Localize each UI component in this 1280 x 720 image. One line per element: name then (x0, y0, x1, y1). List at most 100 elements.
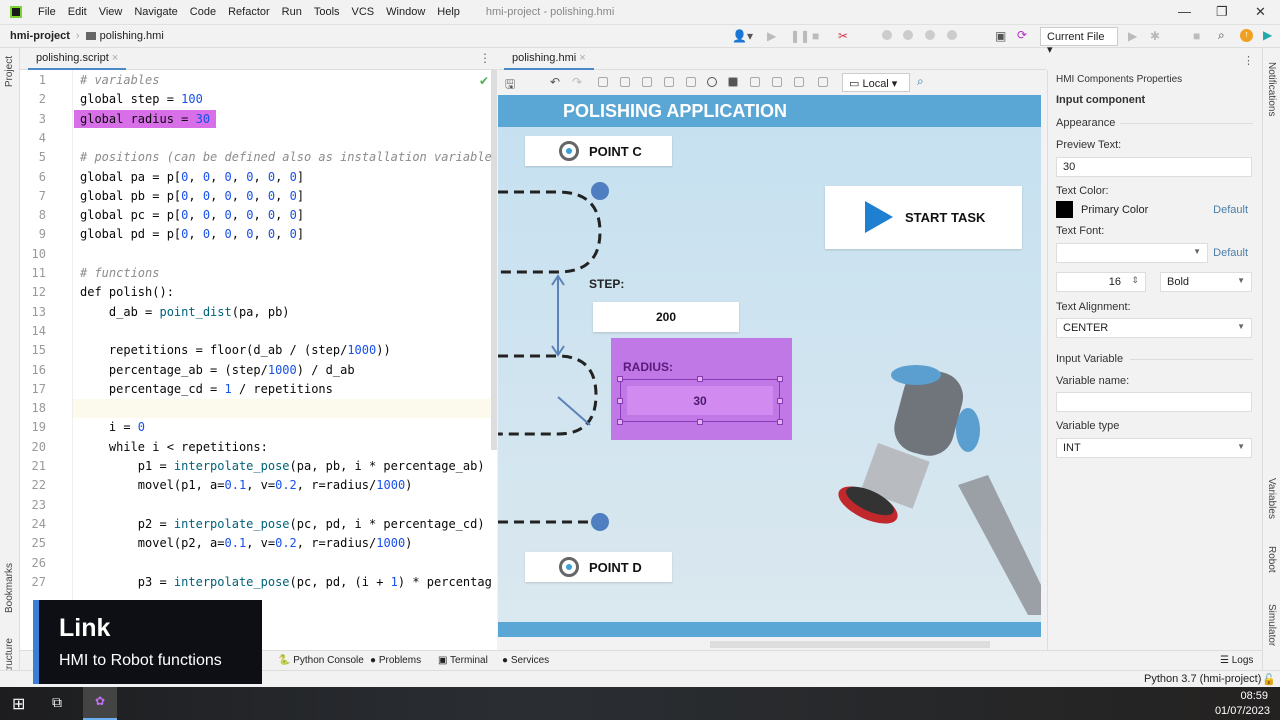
code-line[interactable]: while i < repetitions: (80, 439, 268, 454)
code-line[interactable]: global pc = p[0, 0, 0, 0, 0, 0] (80, 208, 305, 223)
radius-group-selected[interactable]: RADIUS: 30 (611, 338, 792, 440)
variable-name-input[interactable] (1056, 392, 1252, 412)
menu-navigate[interactable]: Navigate (134, 6, 178, 18)
input-widget-icon[interactable] (664, 77, 674, 87)
grid-icon[interactable] (818, 77, 828, 87)
save-icon[interactable]: 🖫 (505, 77, 516, 91)
tab-polishing-script[interactable]: polishing.script × (28, 48, 127, 70)
menu-tools[interactable]: Tools (313, 6, 340, 18)
code-line[interactable]: movel(p1, a=0.1, v=0.2, r=radius/1000) (80, 478, 413, 493)
code-line[interactable]: # functions (80, 266, 160, 280)
point-d-button[interactable]: POINT D (525, 552, 672, 582)
more-icon[interactable]: ⋮ (479, 51, 491, 65)
stepper-icon[interactable]: ⇕ (1131, 275, 1139, 285)
slider-widget-icon[interactable] (772, 77, 782, 87)
text-alignment-select[interactable]: CENTER▼ (1056, 318, 1252, 338)
code-line[interactable]: global pd = p[0, 0, 0, 0, 0, 0] (80, 227, 305, 242)
resize-handle[interactable] (617, 376, 623, 382)
code-line[interactable]: global step = 100 (80, 92, 203, 107)
radio-widget-icon[interactable] (707, 77, 717, 87)
tab-simulator[interactable]: Simulator (1266, 604, 1277, 647)
run-config-run-icon[interactable]: ▶ (1128, 29, 1138, 43)
stop-icon[interactable]: ■ (812, 29, 820, 43)
menu-window[interactable]: Window (386, 6, 426, 18)
step-icon[interactable] (882, 30, 892, 40)
disconnect-icon[interactable]: ✂ (838, 29, 849, 43)
code-line[interactable]: d_ab = point_dist(pa, pb) (80, 304, 290, 319)
windows-start-icon[interactable]: ⊞ (12, 696, 26, 713)
lock-icon[interactable]: 🔓 (1262, 674, 1276, 686)
tab-variables[interactable]: Variables (1266, 478, 1277, 519)
pause-icon[interactable]: ❚❚ (790, 29, 811, 43)
terminal-button[interactable]: ▣ Terminal (438, 655, 488, 666)
menu-run[interactable]: Run (281, 6, 302, 18)
undo-icon[interactable]: ↶ (550, 75, 561, 89)
code-line[interactable]: # positions (can be defined also as inst… (80, 150, 492, 165)
point-c-button[interactable]: POINT C (525, 136, 672, 166)
font-select[interactable]: ▼ (1056, 243, 1208, 263)
tab-polishing-hmi[interactable]: polishing.hmi × (504, 48, 594, 70)
code-line[interactable]: global pb = p[0, 0, 0, 0, 0, 0] (80, 188, 305, 203)
code-line[interactable]: percentage_ab = (step/1000) / d_ab (80, 362, 355, 377)
more-icon[interactable]: ⋮ (1243, 55, 1254, 67)
debug-icon[interactable]: ✱ (1150, 29, 1161, 43)
restore-button[interactable]: ❐ (1216, 4, 1228, 19)
breadcrumb-project[interactable]: hmi-project (10, 30, 70, 42)
resize-handle[interactable] (777, 398, 783, 404)
target-select[interactable]: ▭ Local ▾ (842, 73, 910, 92)
breadcrumb-file[interactable]: polishing.hmi (99, 30, 164, 42)
menu-view[interactable]: View (98, 6, 123, 18)
stop-run-icon[interactable]: ■ (1193, 29, 1201, 43)
code-line[interactable]: # variables (80, 73, 160, 87)
redo-icon[interactable]: ↷ (572, 75, 583, 89)
menu-refactor[interactable]: Refactor (228, 6, 270, 18)
menu-file[interactable]: File (38, 6, 56, 18)
app-taskbar-icon[interactable]: ✿ (83, 687, 117, 720)
code-line[interactable]: i = 0 (80, 420, 146, 435)
tab-notifications[interactable]: Notifications (1266, 62, 1277, 117)
code-line[interactable]: movel(p2, a=0.1, v=0.2, r=radius/1000) (80, 536, 413, 551)
font-weight-select[interactable]: Bold▼ (1160, 272, 1252, 292)
image-widget-icon[interactable] (728, 77, 738, 87)
code-line[interactable]: global radius = 30 (74, 109, 217, 128)
logs-button[interactable]: ☰ Logs (1220, 655, 1254, 666)
code-line[interactable]: repetitions = floor(d_ab / (step/1000)) (80, 343, 391, 358)
color-swatch[interactable] (1056, 201, 1073, 218)
step-out-icon[interactable] (947, 30, 957, 40)
close-tab-icon[interactable]: × (111, 52, 119, 64)
panel-icon[interactable] (598, 77, 608, 87)
search-icon[interactable]: ⌕ (1218, 28, 1225, 42)
update-icon[interactable]: ↑ (1240, 29, 1253, 42)
resize-handle[interactable] (697, 376, 703, 382)
resize-handle[interactable] (777, 376, 783, 382)
textfield-widget-icon[interactable] (686, 77, 696, 87)
point-a-marker[interactable] (591, 182, 609, 200)
problems-button[interactable]: ● Problems (370, 655, 422, 666)
code-line[interactable]: p1 = interpolate_pose(pa, pb, i * percen… (80, 459, 485, 473)
tab-robot[interactable]: Robot (1266, 546, 1277, 573)
run-icon[interactable]: ▶ (767, 29, 777, 43)
font-size-stepper[interactable]: 16⇕ (1056, 272, 1146, 292)
code-line[interactable]: p3 = interpolate_pose(pc, pd, (i + 1) * … (80, 574, 492, 589)
resize-handle[interactable] (617, 419, 623, 425)
color-default-link[interactable]: Default (1213, 204, 1248, 216)
step-over-icon[interactable] (903, 30, 913, 40)
interpreter-status[interactable]: Python 3.7 (hmi-project) (1144, 673, 1262, 685)
menu-code[interactable]: Code (189, 6, 217, 18)
code-line[interactable]: percentage_cd = 1 / repetitions (80, 381, 333, 396)
task-view-icon[interactable]: ⧉ (52, 694, 62, 710)
plugin-icon[interactable]: ▶ (1263, 28, 1273, 42)
preview-icon[interactable]: ⌕ (917, 74, 924, 88)
sync-icon[interactable]: ⟳ (1017, 28, 1028, 42)
combo-widget-icon[interactable] (750, 77, 760, 87)
minimize-button[interactable]: — (1178, 4, 1191, 19)
resize-handle[interactable] (697, 419, 703, 425)
point-d-marker[interactable] (591, 513, 609, 531)
close-button[interactable]: ✕ (1255, 4, 1266, 19)
font-default-link[interactable]: Default (1213, 247, 1248, 259)
close-tab-icon[interactable]: × (579, 52, 586, 64)
services-button[interactable]: ● Services (502, 655, 550, 666)
label-widget-icon[interactable] (642, 77, 652, 87)
tab-bookmarks[interactable]: Bookmarks (4, 563, 15, 614)
